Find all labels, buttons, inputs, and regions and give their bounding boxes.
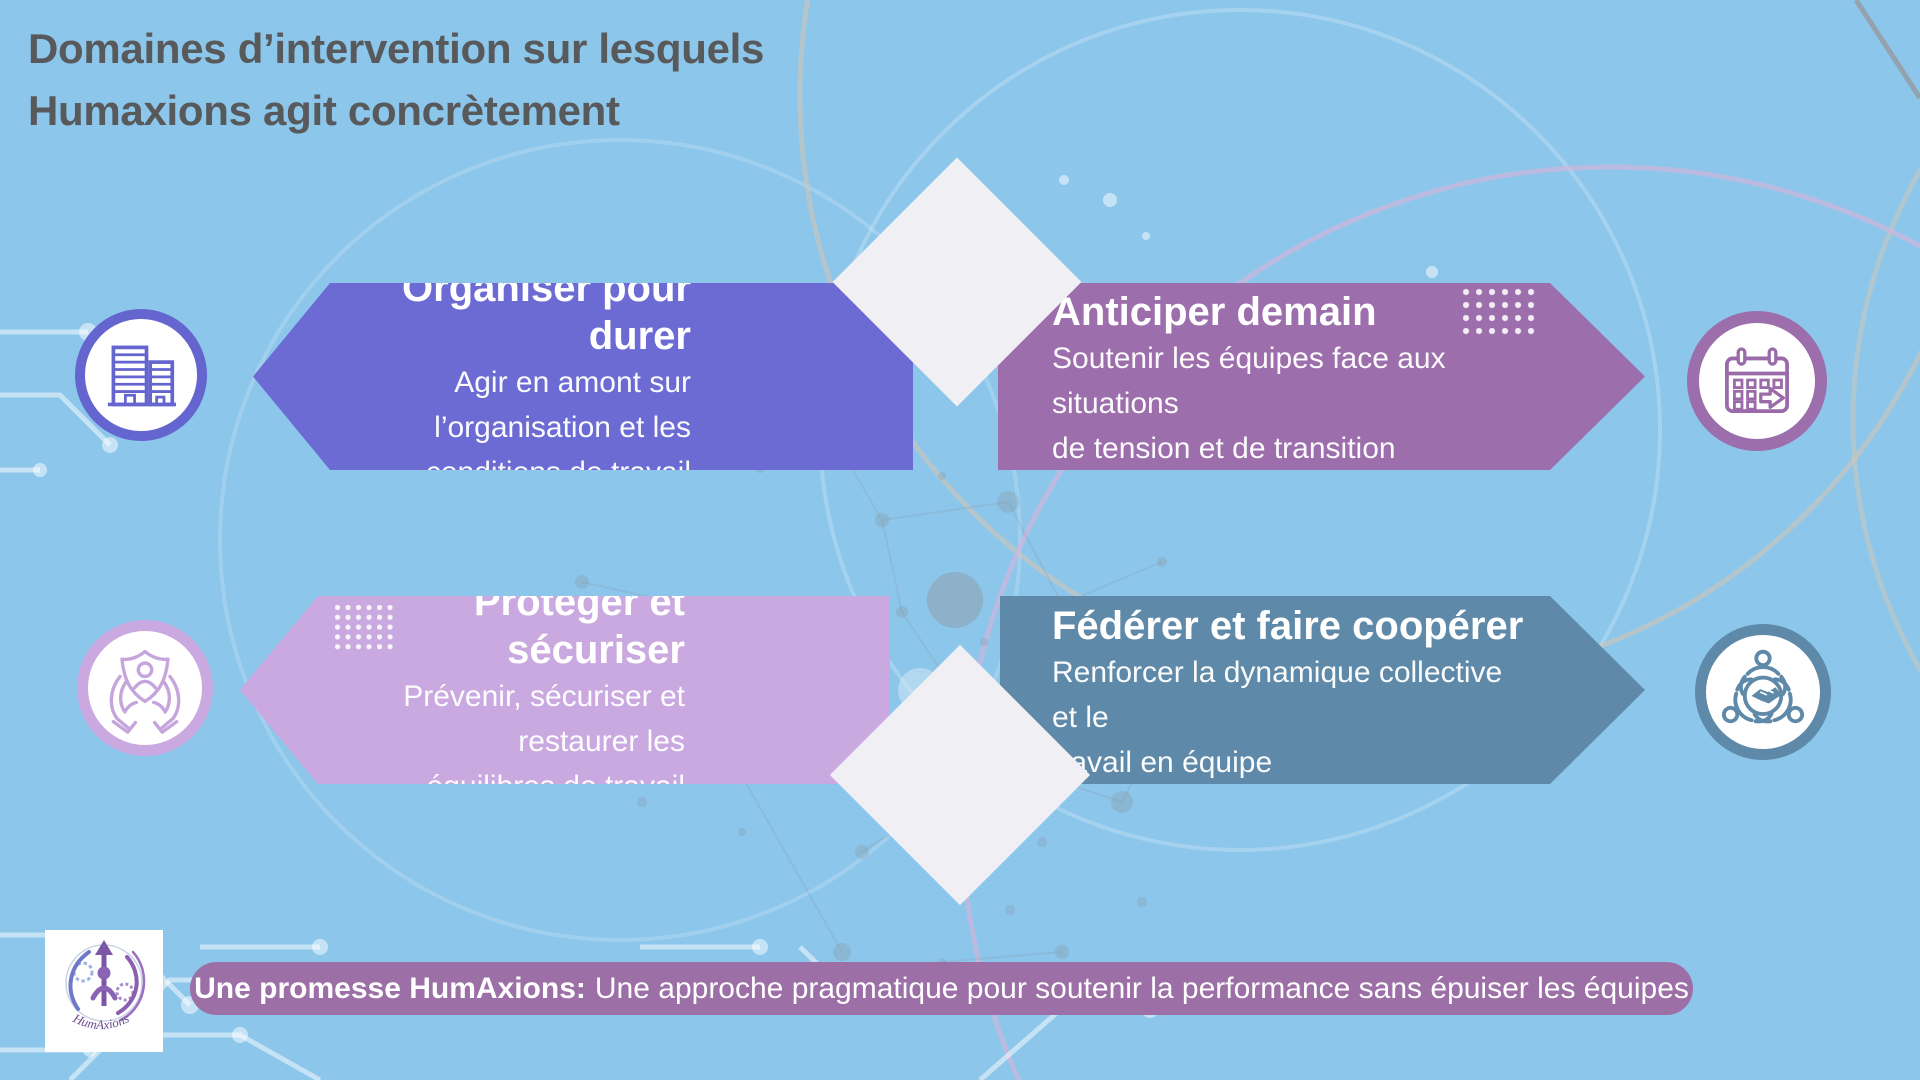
banner-anticiper-description: Soutenir les équipes face aux situations…	[1052, 336, 1525, 470]
logo-text: HumAxions	[70, 1010, 132, 1032]
banner-proteger-description: Prévenir, sécuriser et restaurer les équ…	[340, 674, 685, 803]
dot-grid-decoration	[335, 605, 397, 653]
banner-federer-title: Fédérer et faire coopérer	[1052, 603, 1524, 648]
banner-organiser-desc-line1: Agir en amont sur l’organisation et les	[434, 366, 691, 444]
page-title-line2: Humaxions agit concrètement	[28, 87, 620, 134]
person-figure	[97, 966, 111, 980]
banner-anticiper-title: Anticiper demain	[1052, 290, 1377, 334]
promise-label: Une promesse HumAxions:	[194, 971, 586, 1005]
banner-organiser-desc-line2: conditions de travail	[425, 456, 691, 489]
dot-grid-decoration	[1463, 289, 1539, 341]
gear-icon	[72, 961, 94, 983]
page-title: Domaines d’intervention sur lesquels Hum…	[28, 18, 764, 142]
arrow-head	[95, 940, 113, 955]
banner-anticiper-desc-line2: de tension et de transition	[1052, 432, 1396, 465]
hands-shield-icon	[77, 620, 213, 756]
banner-federer-desc-line2: travail en équipe	[1052, 745, 1273, 779]
banner-proteger: Proteger et sécuriser Prévenir, sécurise…	[240, 596, 890, 784]
svg-text:HumAxions: HumAxions	[70, 1010, 132, 1032]
calendar-forward-icon	[1687, 311, 1827, 451]
banner-federer: Fédérer et faire coopérer Renforcer la d…	[1000, 596, 1645, 784]
gear-icon	[115, 982, 135, 1002]
banner-organiser: Organiser pour durer Agir en amont sur l…	[253, 283, 913, 470]
page-title-line1: Domaines d’intervention sur lesquels	[28, 25, 765, 72]
promise-text: Une approche pragmatique pour soutenir l…	[594, 971, 1689, 1005]
banner-anticiper-desc-line1: Soutenir les équipes face aux situations	[1052, 342, 1446, 420]
banner-organiser-title: Organiser pour durer	[402, 266, 691, 358]
banner-federer-desc-line1: Renforcer la dynamique collective et le	[1052, 655, 1503, 734]
swoosh	[119, 950, 146, 1022]
office-buildings-icon	[75, 309, 207, 441]
swoosh	[68, 950, 91, 1011]
banner-proteger-title: Proteger et sécuriser	[473, 579, 685, 672]
banner-federer-description: Renforcer la dynamique collective et le …	[1052, 650, 1535, 785]
banner-proteger-desc-line2: équilibres de travail	[426, 769, 685, 803]
banner-proteger-desc-line1: Prévenir, sécuriser et restaurer les	[403, 679, 685, 758]
team-handshake-icon	[1695, 624, 1831, 760]
banner-anticiper: Anticiper demain Soutenir les équipes fa…	[998, 283, 1645, 470]
promise-banner: Une promesse HumAxions: Une approche pra…	[190, 962, 1693, 1015]
swoosh	[116, 955, 139, 1015]
humaxions-logo: HumAxions	[45, 930, 163, 1052]
banner-organiser-description: Agir en amont sur l’organisation et les …	[343, 360, 691, 489]
